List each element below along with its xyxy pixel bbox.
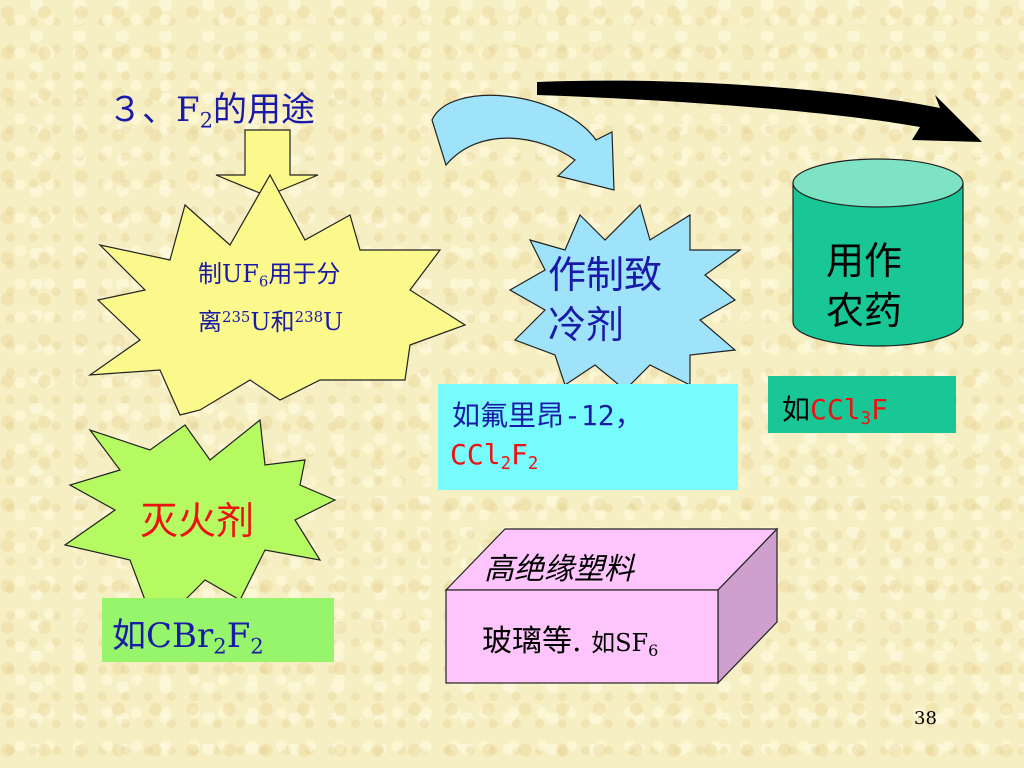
title-subscript: 2 (199, 107, 214, 133)
freon-line1: 如氟里昂-12， (452, 399, 643, 432)
refrigerant-star-text: 作制致 冷剂 (548, 250, 662, 350)
fire-formula: 如CBr2F2 (112, 616, 264, 659)
fire-star-text: 灭火剂 (140, 499, 255, 543)
freon-formula: CCl2F2 (450, 438, 539, 475)
cylinder-text: 用作 农药 (826, 236, 902, 336)
pesticide-box: 如CCl3F (768, 376, 956, 433)
black-curved-arrow (537, 80, 982, 142)
cylinder-line2: 农药 (826, 289, 903, 333)
fire-star-shape (63, 418, 337, 611)
title-prefix: ３、F (108, 90, 200, 130)
cube-top-text: 高绝缘塑料 (484, 552, 634, 587)
title-suffix: 的用途 (213, 90, 316, 130)
uf6-line2: 离235U和238U (198, 308, 344, 337)
pesticide-formula: 如CCl3F (782, 393, 888, 430)
refrigerant-line2: 冷剂 (548, 303, 625, 347)
refrigerant-line1: 作制致 (548, 253, 663, 297)
freon-box: 如氟里昂-12， CCl2F2 (438, 384, 738, 490)
slide-title: ３、F2的用途 (108, 82, 315, 132)
cyan-curved-arrow (431, 94, 615, 191)
cylinder-top (792, 158, 964, 208)
uf6-star-text: 制UF6用于分 离235U和238U (198, 256, 343, 341)
fire-box: 如CBr2F2 (102, 598, 334, 662)
yellow-down-arrow (215, 129, 319, 197)
cylinder-body (792, 182, 964, 347)
page-number: 38 (914, 708, 937, 729)
cube-front-face (445, 589, 719, 684)
uf6-line1: 制UF6用于分 (198, 260, 341, 291)
cube-front-text: 玻璃等. 如SF6 (482, 624, 659, 660)
cylinder-line1: 用作 (826, 239, 903, 283)
uf6-star-shape (87, 173, 467, 416)
